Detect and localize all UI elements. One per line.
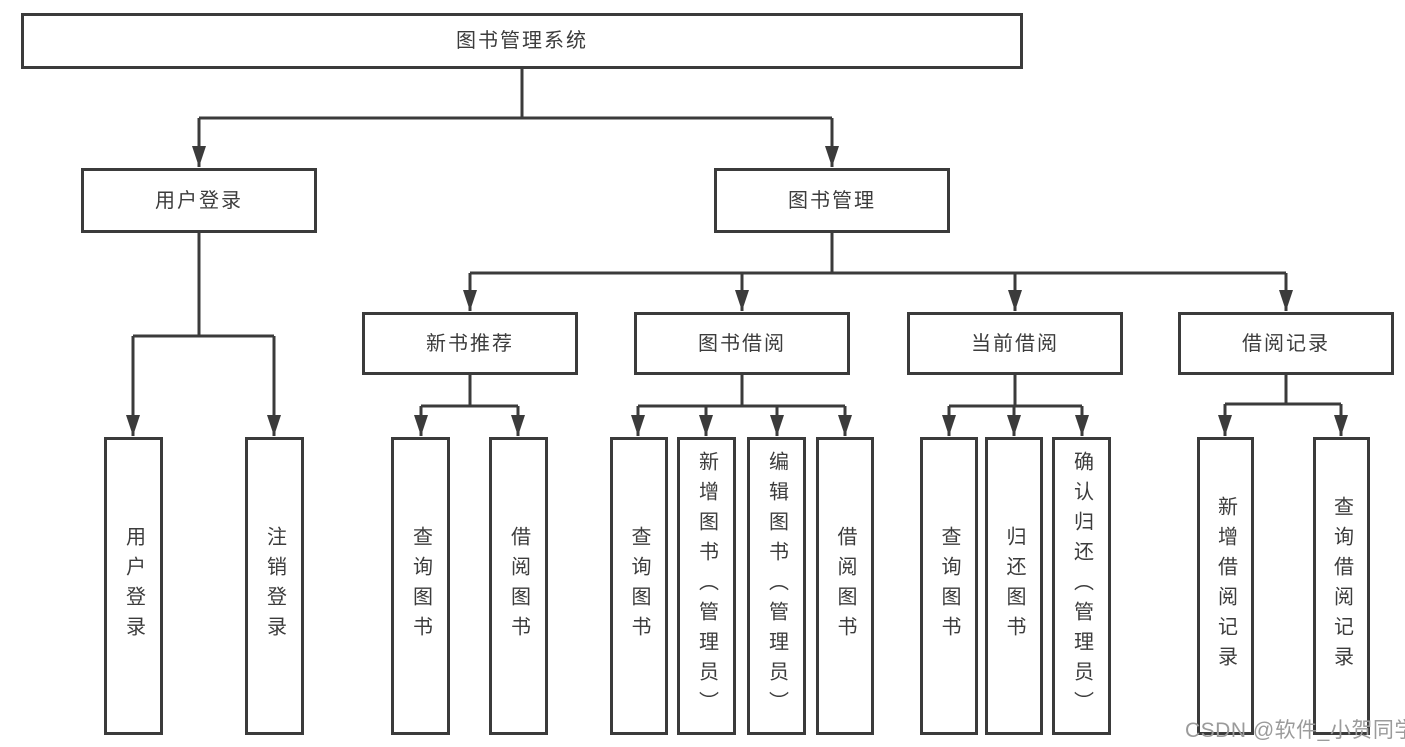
- node-add-books-admin: 新增图书（管理员）: [677, 437, 736, 735]
- node-confirm-return-admin: 确认归还（管理员）: [1052, 437, 1111, 735]
- node-book-management: 图书管理: [714, 168, 950, 233]
- node-user-login-action: 用户登录: [104, 437, 163, 735]
- connector-borrowing-records-children: [1218, 375, 1348, 436]
- connector-root-to-level2: [192, 69, 839, 167]
- node-return-books: 归还图书: [985, 437, 1043, 735]
- node-library-system: 图书管理系统: [21, 13, 1023, 69]
- connector-book-borrowing-children: [631, 375, 852, 436]
- node-logout-action: 注销登录: [245, 437, 304, 735]
- node-new-book-recommend: 新书推荐: [362, 312, 578, 375]
- node-add-borrow-record: 新增借阅记录: [1197, 437, 1254, 735]
- node-borrow-books: 借阅图书: [816, 437, 874, 735]
- connector-book-management-children: [463, 233, 1293, 311]
- node-edit-books-admin: 编辑图书（管理员）: [747, 437, 806, 735]
- node-book-borrowing: 图书借阅: [634, 312, 850, 375]
- node-rec-borrow-books: 借阅图书: [489, 437, 548, 735]
- node-rec-query-books: 查询图书: [391, 437, 450, 735]
- node-query-borrow-record: 查询借阅记录: [1313, 437, 1370, 735]
- connector-new-book-recommend-children: [414, 375, 525, 436]
- connector-user-login-children: [126, 233, 281, 436]
- node-current-query-books: 查询图书: [920, 437, 978, 735]
- node-borrowing-records: 借阅记录: [1178, 312, 1394, 375]
- node-current-borrowing: 当前借阅: [907, 312, 1123, 375]
- node-borrow-query-books: 查询图书: [610, 437, 668, 735]
- connector-current-borrowing-children: [942, 375, 1089, 436]
- csdn-watermark: CSDN @软件_小贺同学: [1185, 719, 1405, 742]
- node-user-login: 用户登录: [81, 168, 317, 233]
